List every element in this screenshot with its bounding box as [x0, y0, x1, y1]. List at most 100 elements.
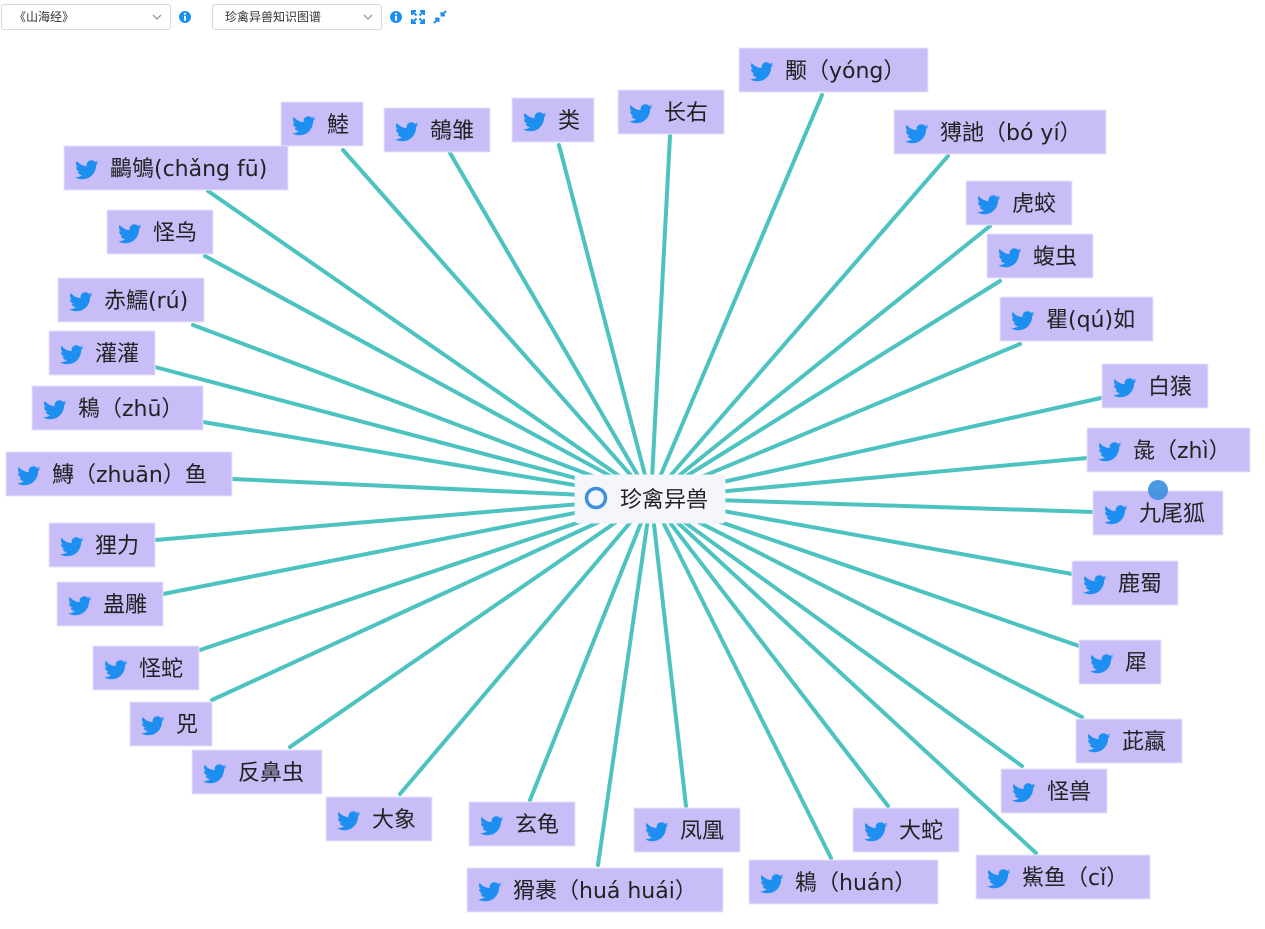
graph-node[interactable]: 猼訑（bó yí）: [893, 109, 1107, 155]
bird-icon: [292, 116, 316, 136]
graph-node[interactable]: 鯥: [280, 101, 364, 147]
graph-nodes: 颙（yóng）猼訑（bó yí）虎蛟蝮虫瞿(qú)如白猿彘（zhì）九尾狐鹿蜀犀…: [5, 47, 1251, 913]
bird-icon: [998, 248, 1022, 268]
expand-icon[interactable]: [411, 10, 425, 24]
graph-edge: [649, 342, 1022, 500]
graph-node[interactable]: 蝮虫: [986, 233, 1094, 279]
graph-node-label: 反鼻虫: [238, 761, 304, 786]
bird-icon: [60, 537, 84, 557]
graph-node-label: 猼訑（bó yí）: [940, 121, 1082, 146]
graph-node-label: 长右: [664, 101, 708, 126]
graph-node-box: [466, 867, 724, 913]
graph-node[interactable]: 颙（yóng）: [738, 47, 929, 93]
graph-node[interactable]: 虎蛟: [965, 180, 1073, 226]
graph-node[interactable]: 长右: [617, 89, 725, 135]
graph-node[interactable]: 鵸雏: [383, 107, 491, 153]
info-icon[interactable]: [389, 10, 403, 24]
center-node-label: 珍禽异兽: [620, 488, 708, 513]
graph-edge: [528, 496, 653, 802]
graph-node-label: 蛊雕: [103, 593, 147, 618]
graph-node[interactable]: 赤鱬(rú): [57, 277, 205, 323]
graph-node-label: 大象: [372, 808, 416, 833]
graph-node[interactable]: 类: [511, 97, 595, 143]
graph-node[interactable]: 茈蠃: [1075, 718, 1183, 764]
book-select[interactable]: 《山海经》: [1, 4, 171, 30]
center-node[interactable]: 珍禽异兽: [574, 474, 726, 524]
bird-icon: [1090, 654, 1114, 674]
info-icon[interactable]: [178, 10, 192, 24]
graph-edge: [203, 254, 653, 500]
toolbar: 《山海经》 珍禽异兽知识图谱: [0, 0, 1265, 36]
bird-icon: [337, 811, 361, 831]
graph-node[interactable]: 灌灌: [48, 330, 156, 376]
bird-icon: [1083, 575, 1107, 595]
graph-node-label: 蝮虫: [1033, 245, 1077, 270]
graph-node-label: 大蛇: [899, 819, 943, 844]
graph-node[interactable]: 瞿(qú)如: [999, 296, 1154, 342]
graph-edge: [649, 154, 950, 500]
graph-node[interactable]: 鴸（zhū）: [31, 385, 204, 431]
graph-node[interactable]: 大蛇: [852, 807, 960, 853]
bird-icon: [17, 466, 41, 486]
bird-icon: [750, 62, 774, 82]
bird-icon: [977, 195, 1001, 215]
bird-icon: [104, 660, 128, 680]
graph-node[interactable]: 蛊雕: [56, 581, 164, 627]
graph-edge: [341, 148, 653, 500]
compress-icon[interactable]: [433, 10, 447, 24]
graph-node[interactable]: 玄龟: [468, 801, 576, 847]
center-node-box: [574, 474, 726, 524]
bird-icon: [68, 596, 92, 616]
graph-node-label: 彘（zhì）: [1133, 439, 1231, 464]
graph-node[interactable]: 鮆鱼（cǐ）: [975, 854, 1151, 900]
graph-edge: [649, 396, 1103, 500]
bird-icon: [760, 874, 784, 894]
graph-node-label: 鮆鱼（cǐ）: [1022, 866, 1128, 891]
graph-node[interactable]: 凤凰: [633, 807, 741, 853]
bird-icon: [75, 160, 99, 180]
bird-icon: [523, 112, 547, 132]
graph-node-label: 鱄（zhuān）鱼: [52, 463, 207, 488]
bird-icon: [1113, 378, 1137, 398]
graph-node-label: 猾裹（huá huái）: [513, 879, 697, 904]
graph-node[interactable]: 大象: [325, 796, 433, 842]
graph-node[interactable]: 白猿: [1101, 363, 1209, 409]
graph-edge: [198, 496, 653, 652]
bird-icon: [69, 292, 93, 312]
graph-edge: [153, 365, 653, 500]
bird-icon: [1012, 783, 1036, 803]
bird-icon: [987, 869, 1011, 889]
graph-node-label: 鵸雏: [430, 119, 474, 144]
graph-node-label: 茈蠃: [1122, 730, 1166, 755]
graph-node-label: 瞿(qú)如: [1046, 308, 1135, 333]
graph-node[interactable]: 鸓鴝(chǎng fū): [63, 145, 289, 191]
graph-node[interactable]: 鱄（zhuān）鱼: [5, 451, 233, 497]
graph-edge: [206, 189, 653, 500]
graph-node[interactable]: 鹿蜀: [1071, 560, 1179, 606]
graph-node-label: 类: [558, 109, 580, 134]
graph-edge: [448, 151, 653, 500]
graph-node[interactable]: 怪蛇: [92, 645, 200, 691]
graph-node[interactable]: 怪鸟: [106, 209, 214, 255]
graph-node-label: 鯥: [327, 113, 349, 138]
graph-node[interactable]: 鴸（huán）: [748, 859, 939, 905]
graph-edge: [649, 496, 890, 808]
chevron-down-icon: [363, 14, 373, 20]
graph-edge: [649, 496, 1038, 855]
bird-icon: [43, 400, 67, 420]
graph-node[interactable]: 彘（zhì）: [1086, 427, 1251, 473]
bird-icon: [395, 122, 419, 142]
graph-edge: [649, 496, 1084, 719]
graph-node[interactable]: 猾裹（huá huái）: [466, 867, 724, 913]
graph-select[interactable]: 珍禽异兽知识图谱: [212, 4, 382, 30]
graph-node-label: 凤凰: [680, 819, 724, 844]
graph-node[interactable]: 反鼻虫: [191, 749, 323, 795]
graph-node[interactable]: 怪兽: [1000, 768, 1108, 814]
graph-node[interactable]: 狸力: [48, 522, 156, 568]
graph-node[interactable]: 犀: [1078, 639, 1162, 685]
graph-edge: [649, 496, 688, 808]
graph-node[interactable]: 兕: [129, 701, 213, 747]
bird-icon: [905, 124, 929, 144]
graph-node-label: 灌灌: [95, 342, 139, 367]
